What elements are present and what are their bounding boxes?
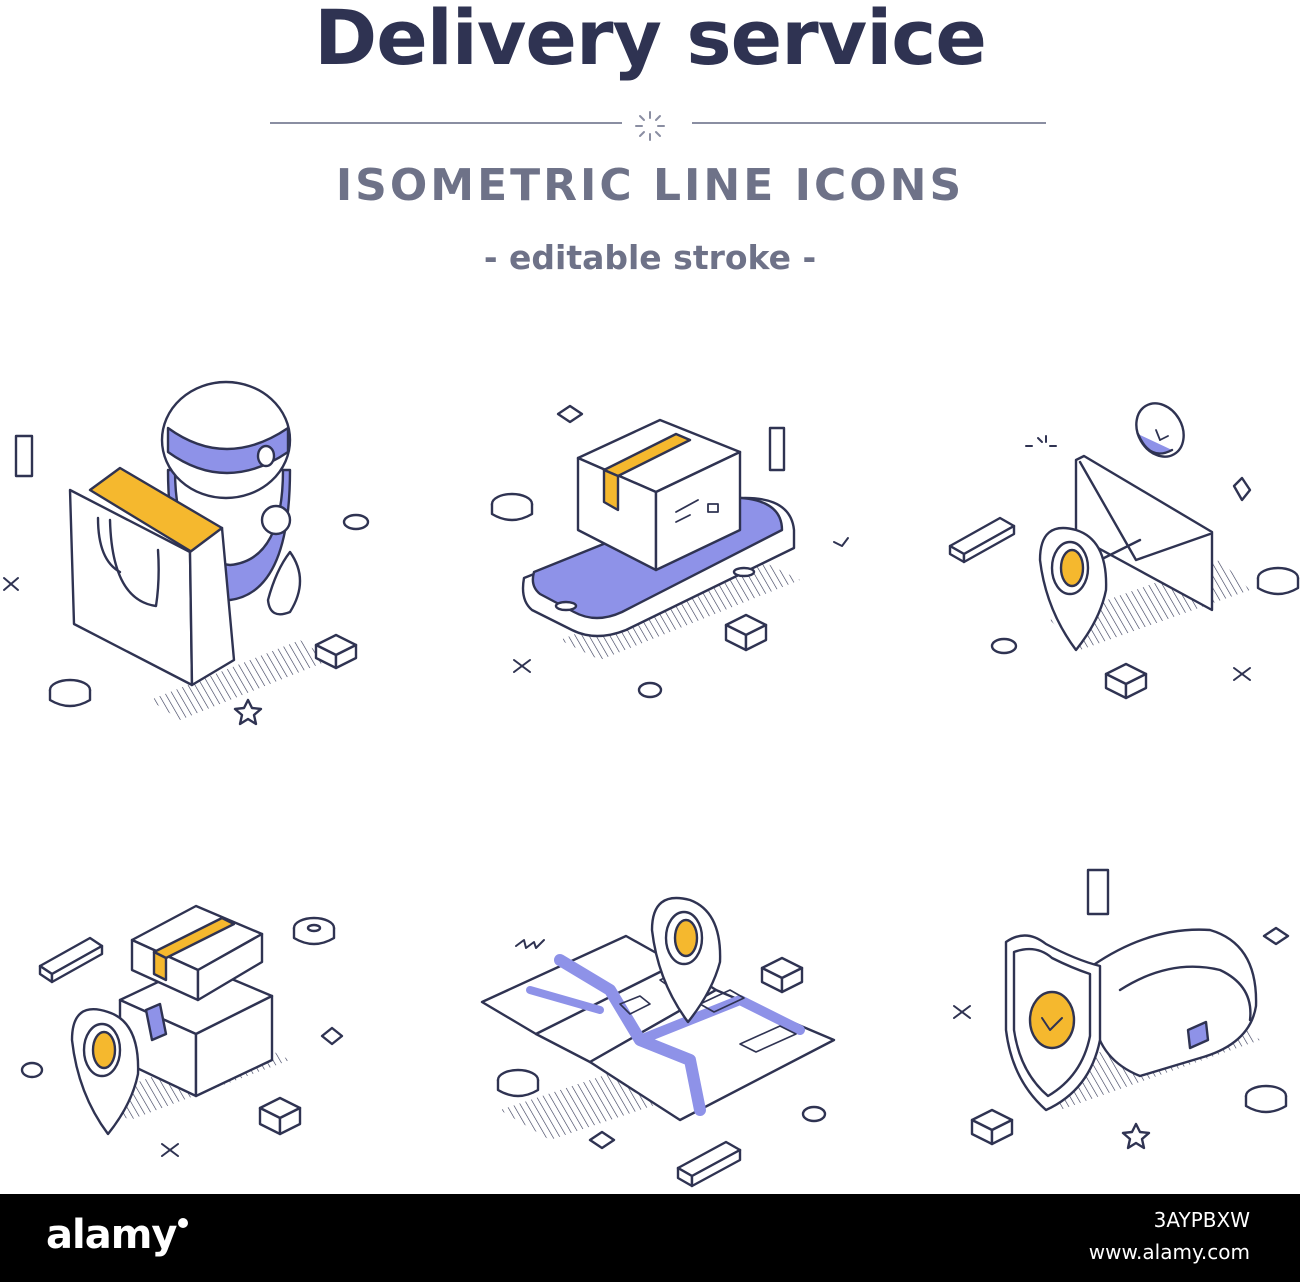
sparkle-icon — [635, 111, 665, 141]
icon-grid — [3, 380, 1300, 1188]
map-route-location-pin-icon — [480, 896, 836, 1188]
brand-logo: alamy — [46, 1212, 189, 1258]
site-url: www.alamy.com — [1088, 1240, 1250, 1264]
divider-left — [270, 122, 622, 124]
footer-bar: alamy 3AYPBXW www.alamy.com — [0, 1194, 1300, 1282]
parcel-on-smartphone-icon — [490, 404, 849, 699]
protected-parcel-shield-icon — [953, 868, 1290, 1150]
mail-envelope-location-pin-icon — [948, 402, 1300, 700]
brand-mark-icon — [178, 1218, 189, 1228]
brand-name: alamy — [46, 1212, 177, 1258]
page-title: Delivery service — [314, 0, 987, 82]
image-id: 3AYPBXW — [1153, 1208, 1250, 1232]
stacked-parcels-location-pin-icon — [20, 904, 344, 1157]
divider-right — [692, 122, 1046, 124]
tagline: - editable stroke - — [483, 238, 817, 277]
robot-shopping-bag-icon — [3, 380, 370, 726]
subtitle: ISOMETRIC LINE ICONS — [335, 160, 965, 211]
